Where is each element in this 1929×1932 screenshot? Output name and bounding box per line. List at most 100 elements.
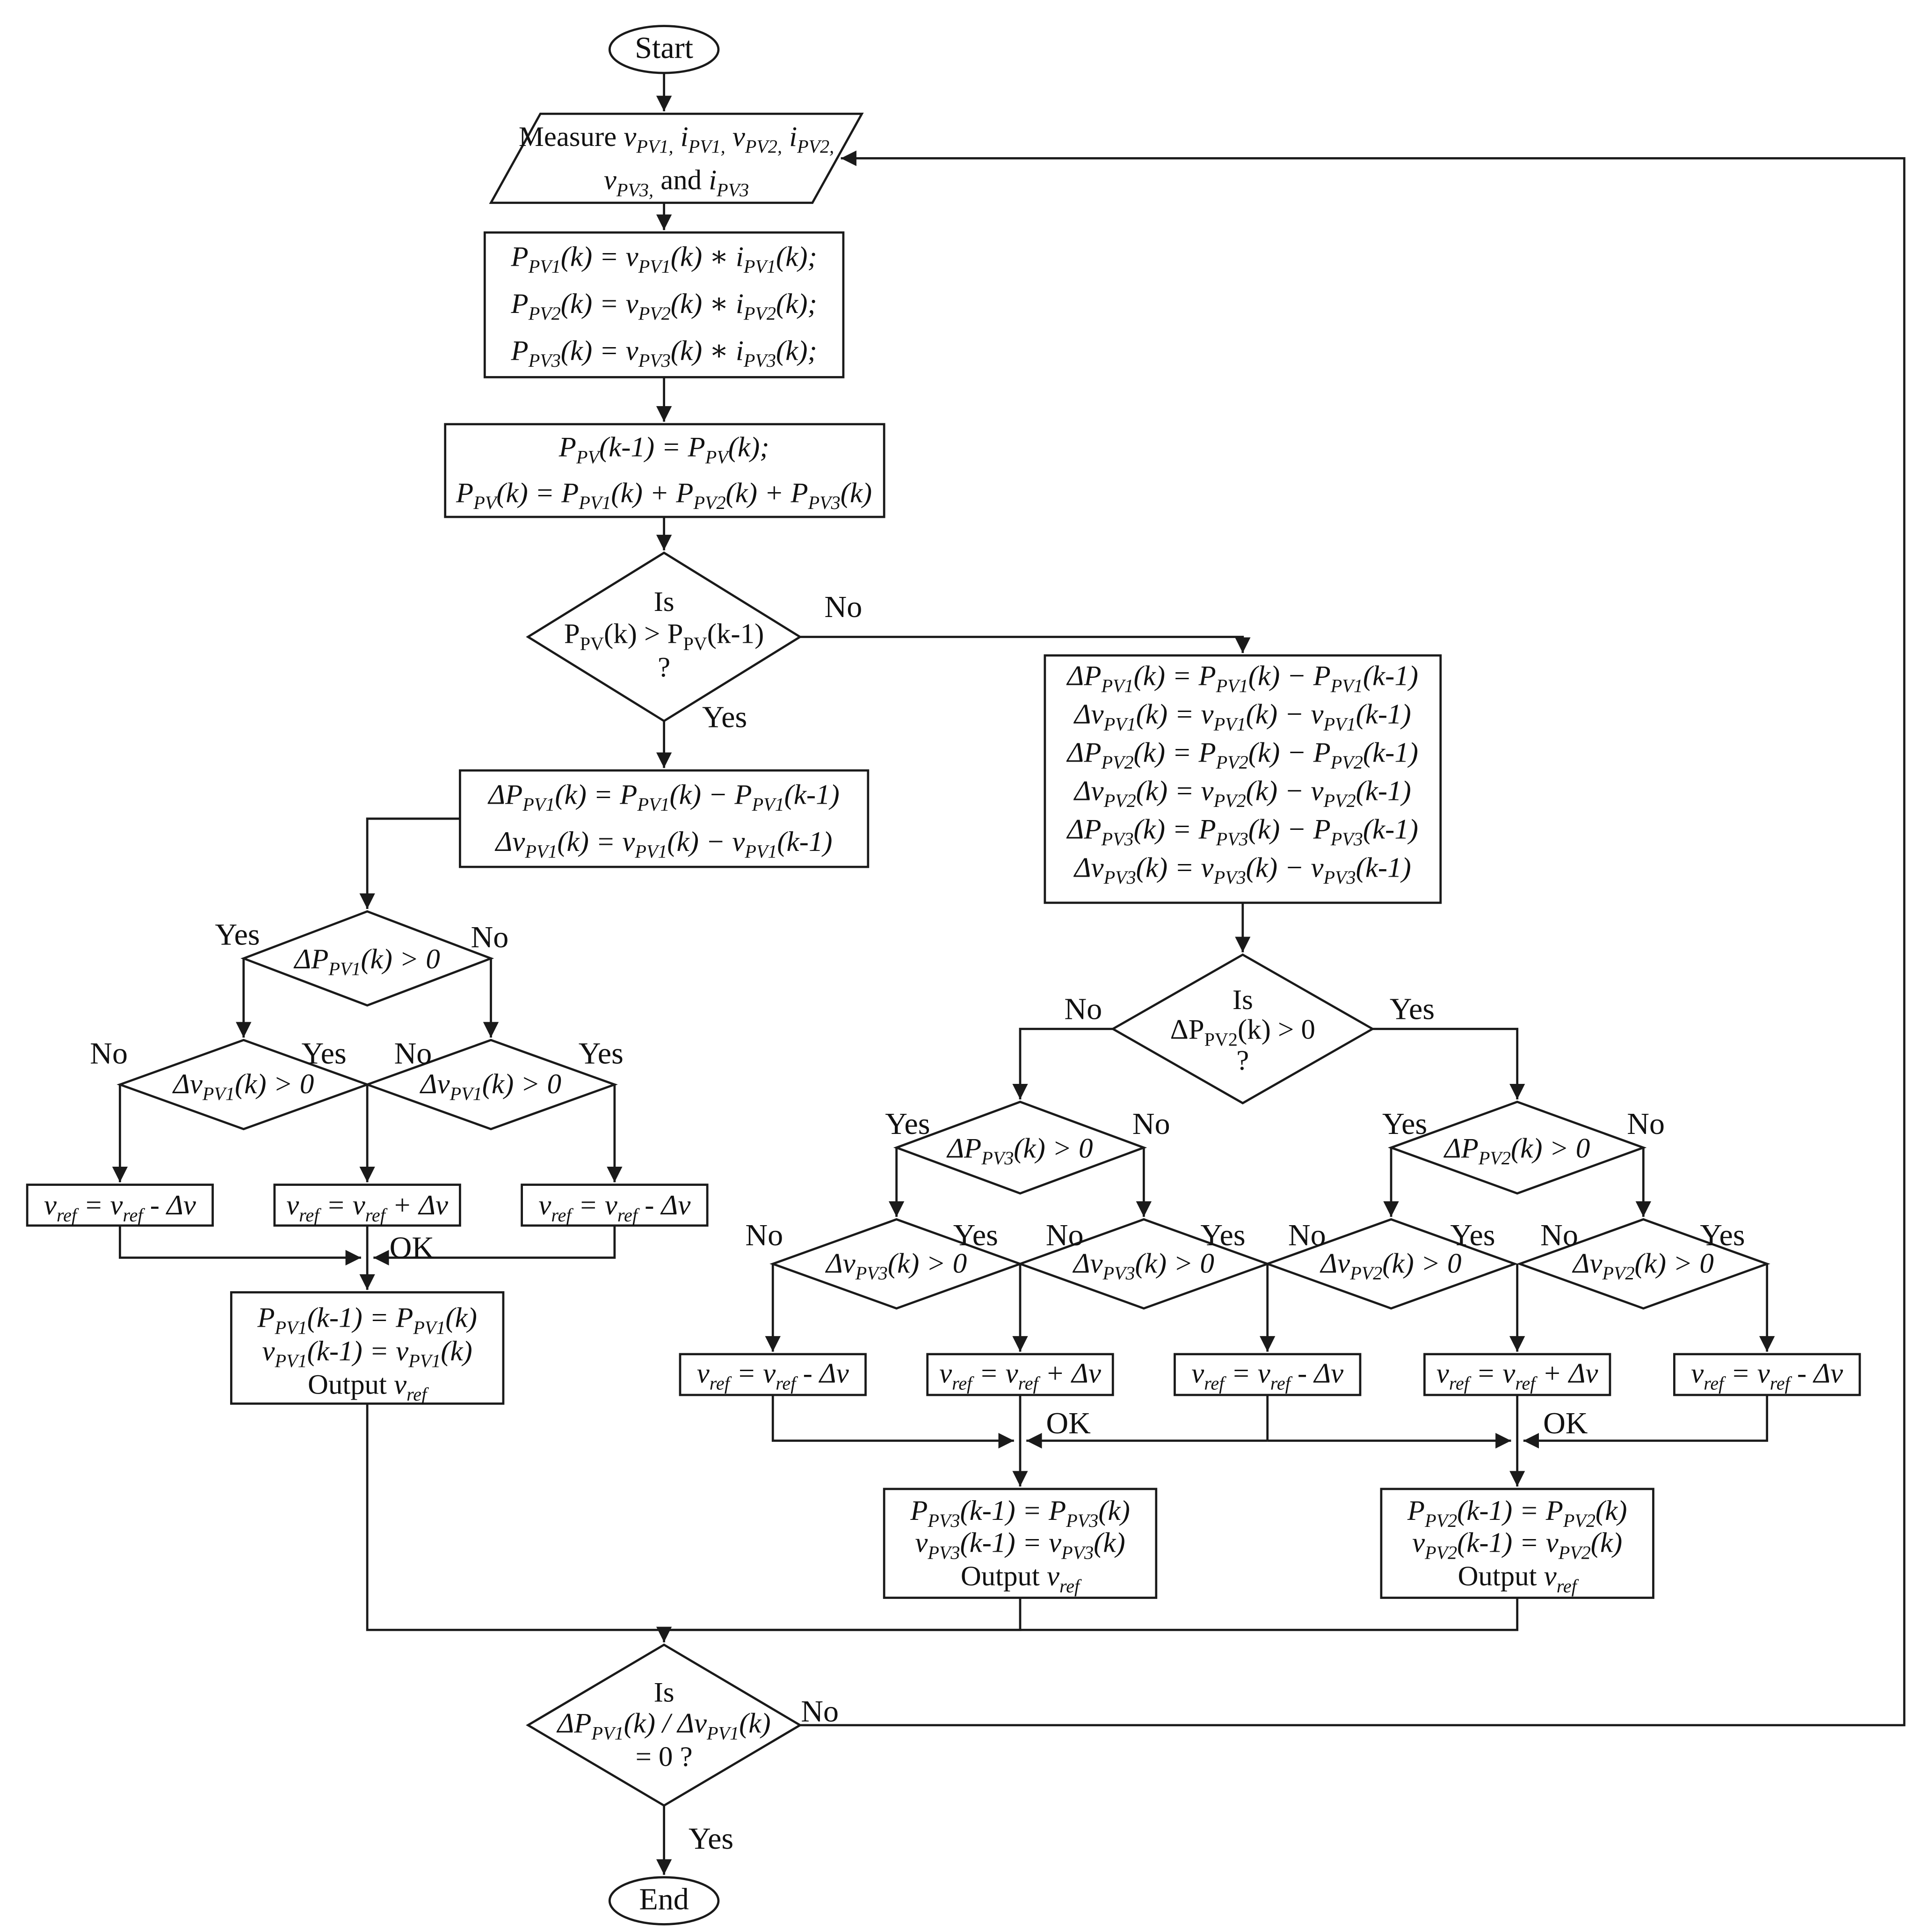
decision-dp-pv1-text: ΔPPV1(k) > 0 <box>294 944 440 981</box>
decision-dv-pv2-right-diamond <box>1516 1218 1770 1310</box>
decision-dp-pv2-main-diamond <box>1110 953 1375 1104</box>
output-pv2-line-3: Output vref <box>1458 1561 1577 1598</box>
delta-all-line-4: ΔvPV2(k) = vPV2(k) − vPV2(k-1) <box>1074 775 1411 812</box>
label-no-dv-pv2-left: No <box>1288 1219 1326 1253</box>
end-label: End <box>639 1883 689 1917</box>
output-pv2-box <box>1380 1488 1654 1599</box>
vref-box-4 <box>679 1353 867 1396</box>
delta-all-line-6: ΔvPV3(k) = vPV3(k) − vPV3(k-1) <box>1074 852 1411 889</box>
label-yes-dv-pv2-right: Yes <box>1700 1219 1745 1253</box>
decision-slope-line-3: = 0 ? <box>635 1741 693 1772</box>
edge-d2-yes <box>1372 1028 1525 1100</box>
label-yes-dv-pv3-left: Yes <box>953 1219 998 1253</box>
delta-all-line-1: ΔPPV1(k) = PPV1(k) − PPV1(k-1) <box>1067 660 1419 697</box>
decision-dp-pv2-main-line-2: ΔPPV2(k) > 0 <box>1170 1014 1315 1051</box>
decision-dv-pv1-right-text: ΔvPV1(k) > 0 <box>420 1068 562 1105</box>
edge-merge2-right <box>1523 1395 1769 1449</box>
decision-power-diamond <box>526 551 802 723</box>
label-yes-dv-pv1-right: Yes <box>578 1037 624 1071</box>
measure-line-2: vPV3, and iPV3 <box>603 164 749 201</box>
label-yes-dv-pv3-right: Yes <box>1200 1219 1246 1253</box>
decision-dp-pv2-main-line-3: ? <box>1236 1045 1249 1076</box>
start-label: Start <box>635 32 694 66</box>
label-yes-dp-pv1: Yes <box>215 919 260 952</box>
label-no-dp-pv2: No <box>1627 1108 1665 1142</box>
vref-box-2 <box>273 1184 461 1227</box>
decision-dp-pv3-diamond <box>893 1100 1147 1195</box>
update-power-box <box>444 423 885 518</box>
output-pv1-box <box>230 1291 505 1405</box>
compute-power-line-3: PPV3(k) = vPV3(k) ∗ iPV3(k); <box>511 335 817 372</box>
decision-dp-pv2-diamond <box>1388 1100 1647 1195</box>
delta-all-box <box>1044 654 1442 904</box>
decision-dv-pv1-left-text: ΔvPV1(k) > 0 <box>173 1068 314 1105</box>
edge-out1-collector <box>366 1403 664 1631</box>
delta-all-line-3: ΔPPV2(k) = PPV2(k) − PPV2(k-1) <box>1067 737 1419 774</box>
update-power-line-1: PPV(k-1) = PPV(k); <box>558 431 769 468</box>
output-pv1-line-3: Output vref <box>308 1369 427 1406</box>
vref-text-3: vref = vref - Δv <box>538 1190 691 1227</box>
start-terminator <box>608 25 720 74</box>
output-pv1-line-2: vPV1(k-1) = vPV1(k) <box>262 1336 472 1373</box>
edge-out3-collector <box>664 1598 1022 1631</box>
label-yes-dp-pv3: Yes <box>885 1108 930 1142</box>
label-no-dv-pv1-right: No <box>394 1037 432 1071</box>
output-pv3-line-2: vPV3(k-1) = vPV3(k) <box>915 1527 1125 1564</box>
decision-dv-pv2-left-diamond <box>1264 1218 1518 1310</box>
label-no-dv-pv1-left: No <box>90 1037 128 1071</box>
decision-power-line-3: ? <box>658 652 671 683</box>
delta-all-line-2: ΔvPV1(k) = vPV1(k) − vPV1(k-1) <box>1074 698 1411 735</box>
label-no-dp-pv3: No <box>1132 1108 1170 1142</box>
output-pv3-box <box>883 1488 1158 1599</box>
compute-power-box <box>483 231 845 378</box>
delta-all-line-5: ΔPPV3(k) = PPV3(k) − PPV3(k-1) <box>1067 813 1419 850</box>
output-pv1-line-1: PPV1(k-1) = PPV1(k) <box>257 1302 477 1339</box>
decision-dv-pv2-right-text: ΔvPV2(k) > 0 <box>1573 1248 1714 1285</box>
decision-dp-pv2-main-line-1: Is <box>1232 984 1253 1016</box>
vref-text-1: vref = vref - Δv <box>44 1190 196 1227</box>
label-ok-pv3: OK <box>1046 1407 1091 1441</box>
label-yes-dp-pv2: Yes <box>1382 1108 1428 1142</box>
output-pv2-line-2: vPV2(k-1) = vPV2(k) <box>1412 1527 1623 1564</box>
edge-out2-collector <box>664 1598 1519 1631</box>
measure-line-1: Measure vPV1, iPV1, vPV2, iPV2, <box>518 121 834 158</box>
vref-text-2: vref = vref + Δv <box>286 1190 449 1227</box>
decision-slope-line-2: ΔPPV1(k) / ΔvPV1(k) <box>557 1707 771 1745</box>
output-pv3-line-3: Output vref <box>960 1561 1080 1598</box>
label-yes-dv-pv1-left: Yes <box>301 1037 347 1071</box>
edge-d2-no <box>1012 1028 1113 1100</box>
vref-text-8: vref = vref - Δv <box>1691 1358 1843 1395</box>
output-pv2-line-1: PPV2(k-1) = PPV2(k) <box>1407 1495 1627 1532</box>
vref-box-3 <box>521 1184 709 1227</box>
decision-dp-pv3-text: ΔPPV3(k) > 0 <box>947 1133 1093 1169</box>
vref-box-1 <box>26 1184 214 1227</box>
decision-dp-pv1-diamond <box>240 910 494 1007</box>
label-ok-pv1: OK <box>389 1232 435 1265</box>
decision-power-line-2: PPV(k) > PPV(k-1) <box>564 618 764 655</box>
compute-power-line-1: PPV1(k) = vPV1(k) ∗ iPV1(k); <box>511 241 817 278</box>
decision-dv-pv3-right-text: ΔvPV3(k) > 0 <box>1073 1248 1214 1285</box>
edge-decision-power-no <box>800 636 1251 653</box>
measure-parallelogram <box>489 112 864 204</box>
decision-dv-pv1-right-diamond <box>364 1039 618 1131</box>
decision-dv-pv2-left-text: ΔvPV2(k) > 0 <box>1320 1248 1462 1285</box>
vref-box-8 <box>1673 1353 1861 1396</box>
label-no-dp-pv2-main: No <box>1064 993 1102 1027</box>
edge-merge1-right <box>373 1225 616 1266</box>
label-yes-dv-pv2-left: Yes <box>1450 1219 1495 1253</box>
label-no-dv-pv2-right: No <box>1540 1219 1578 1253</box>
delta-pv1-line-2: ΔvPV1(k) = vPV1(k) − vPV1(k-1) <box>495 826 833 863</box>
edge-merge1-left <box>119 1225 361 1266</box>
vref-box-5 <box>926 1353 1114 1396</box>
vref-box-6 <box>1174 1353 1362 1396</box>
vref-text-4: vref = vref - Δv <box>696 1358 849 1395</box>
label-yes-slope: Yes <box>688 1823 734 1857</box>
decision-power-line-1: Is <box>653 586 674 617</box>
update-power-line-2: PPV(k) = PPV1(k) + PPV2(k) + PPV3(k) <box>456 477 872 514</box>
decision-slope-line-1: Is <box>653 1677 674 1708</box>
decision-dp-pv2-text: ΔPPV2(k) > 0 <box>1444 1133 1590 1169</box>
edge-merge3-left <box>771 1395 1014 1449</box>
